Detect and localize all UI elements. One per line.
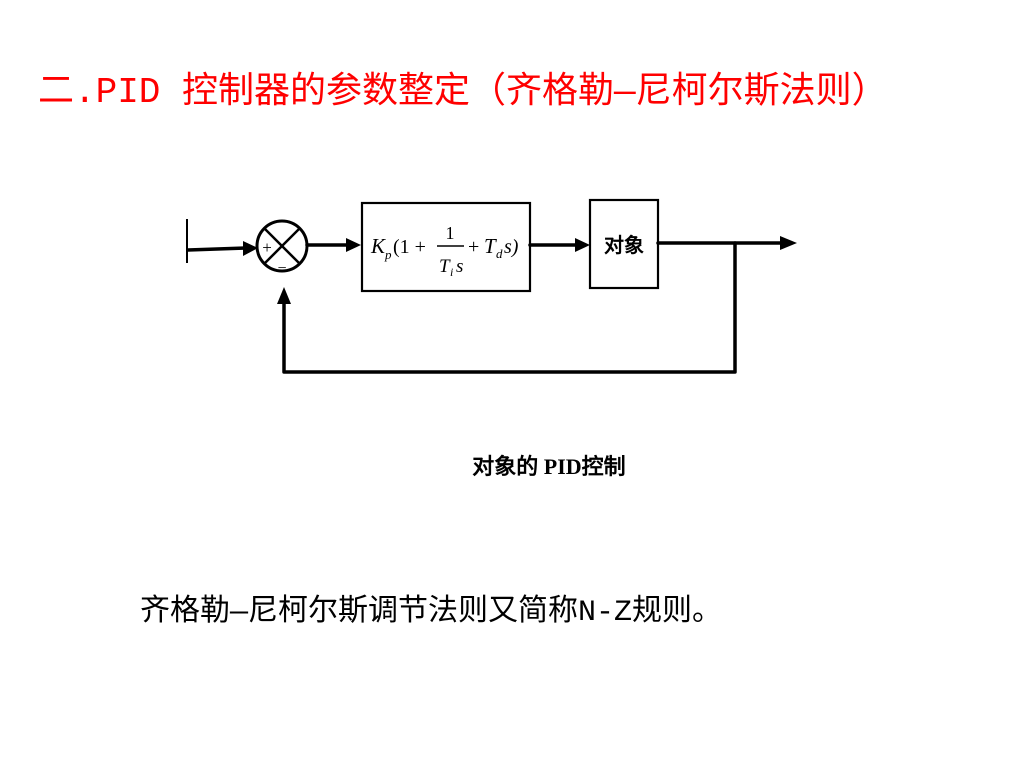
fraction-numerator: 1 bbox=[446, 223, 455, 243]
input-signal-line bbox=[186, 246, 248, 252]
feedback-path bbox=[282, 241, 737, 374]
summing-minus-sign: − bbox=[277, 260, 286, 277]
integral-time-symbol: T bbox=[439, 256, 451, 277]
feedback-arrowhead bbox=[277, 287, 291, 304]
integral-time-subscript: i bbox=[450, 265, 453, 279]
diagram-caption: 对象的 PID控制 bbox=[472, 454, 625, 479]
pid-controller-box bbox=[360, 201, 532, 293]
formula-close-term: s) bbox=[504, 236, 519, 258]
summing-junction: + − bbox=[255, 219, 309, 277]
control-arrowhead bbox=[575, 238, 590, 252]
output-arrowhead bbox=[780, 236, 797, 250]
formula-plus: + bbox=[468, 236, 479, 258]
plant-label: 对象 bbox=[604, 233, 644, 257]
body-text: 齐格勒—尼柯尔斯调节法则又简称N-Z规则。 bbox=[140, 596, 723, 630]
derivative-time-symbol: T bbox=[484, 234, 497, 258]
pid-controller-block: K p (1 + 1 T i s + T d s) bbox=[360, 201, 532, 293]
plant-box bbox=[588, 198, 660, 290]
gain-symbol: K bbox=[370, 234, 386, 258]
derivative-time-subscript: d bbox=[496, 246, 503, 261]
error-arrowhead bbox=[346, 238, 361, 252]
input-arrowhead bbox=[243, 241, 258, 256]
slide-title: 二.PID 控制器的参数整定（齐格勒—尼柯尔斯法则） bbox=[38, 72, 888, 113]
laplace-variable: s bbox=[456, 256, 463, 277]
summing-plus-sign: + bbox=[262, 238, 272, 257]
plant-block: 对象 bbox=[588, 198, 660, 290]
formula-open-term: (1 + bbox=[393, 236, 426, 258]
gain-subscript: p bbox=[384, 247, 392, 262]
summing-junction-cross-line bbox=[263, 227, 301, 265]
